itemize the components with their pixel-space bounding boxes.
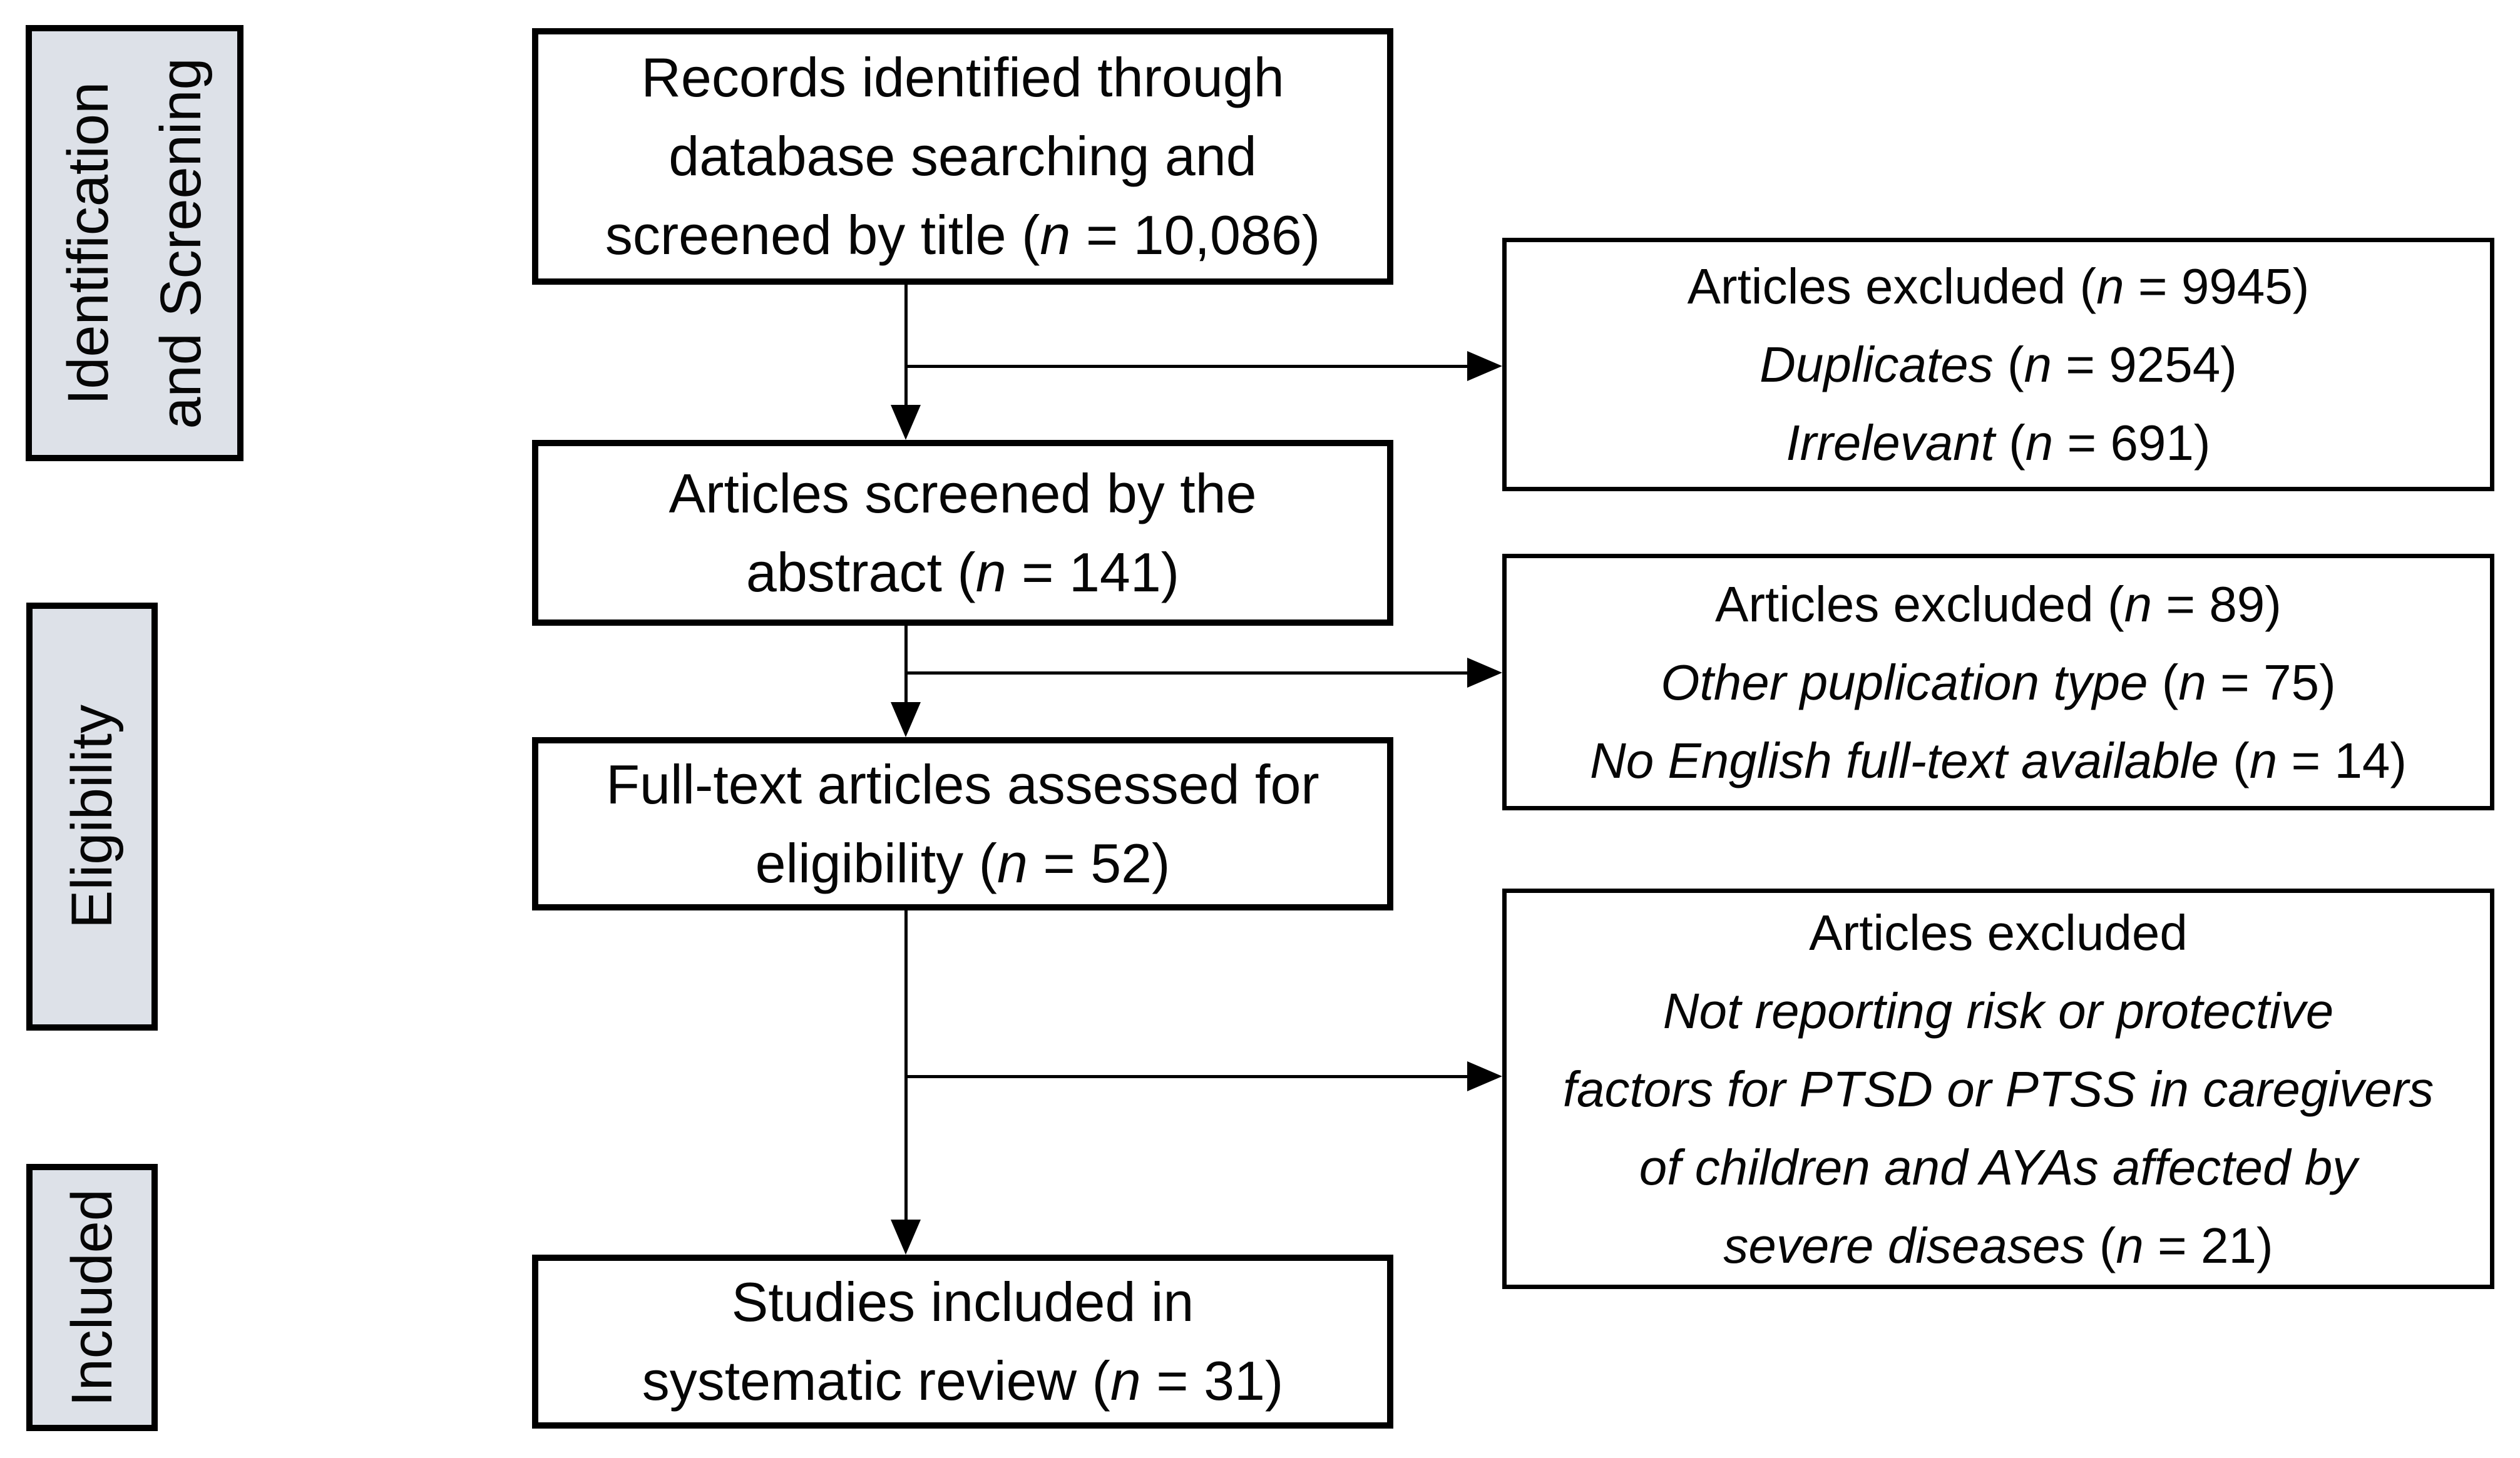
connector-branch-to-exclusion-title-line	[904, 365, 1467, 368]
arrowhead-records-to-abstract	[891, 405, 921, 440]
exclusion-box-abstract-screening-text: Articles excluded (n = 89)Other puplicat…	[1589, 576, 2407, 788]
connector-branch-to-exclusion-abstract-line	[904, 671, 1467, 675]
stage-label-included: Included	[60, 1188, 124, 1407]
connector-abstract-to-fulltext-line	[904, 626, 908, 702]
exclusion-box-title-screening-text: Articles excluded (n = 9945)Duplicates (…	[1687, 258, 2310, 471]
arrowhead-to-exclusion-title	[1467, 351, 1502, 381]
exclusion-box-abstract-screening: Articles excluded (n = 89)Other puplicat…	[1502, 554, 2494, 810]
connector-branch-to-exclusion-fulltext-line	[904, 1075, 1467, 1078]
arrowhead-to-exclusion-fulltext	[1467, 1061, 1502, 1091]
stage-box-included: Included	[26, 1164, 158, 1431]
connector-records-to-abstract-line	[904, 285, 908, 405]
exclusion-box-title-screening: Articles excluded (n = 9945)Duplicates (…	[1502, 238, 2494, 491]
stage-box-eligibility: Eligibility	[26, 603, 158, 1031]
connector-fulltext-to-included-line	[904, 910, 908, 1220]
arrowhead-fulltext-to-included	[891, 1220, 921, 1255]
arrowhead-abstract-to-fulltext	[891, 702, 921, 737]
stage-label-eligibility: Eligibility	[60, 705, 124, 929]
arrowhead-to-exclusion-abstract	[1467, 658, 1502, 688]
